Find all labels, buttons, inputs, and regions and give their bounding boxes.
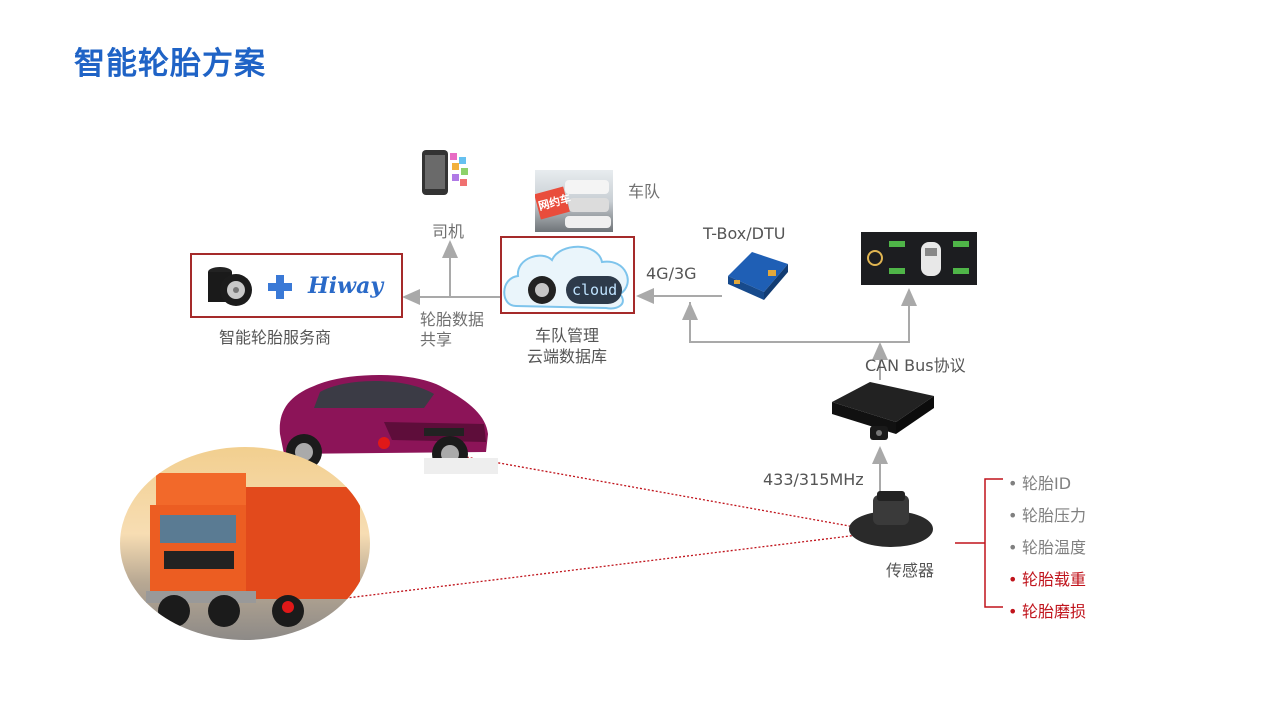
- network-label: 4G/3G: [646, 264, 697, 283]
- car-tire-link: [387, 442, 856, 528]
- truck-photo: [120, 447, 370, 640]
- cloud-label-line1: 车队管理: [535, 326, 600, 345]
- tbox-device-icon: [722, 246, 792, 302]
- cloud-icon: [503, 245, 629, 310]
- feature-item: •轮胎温度: [1008, 538, 1087, 557]
- receiver-module-icon: [826, 378, 938, 444]
- cloud-label-line2: 云端数据库: [527, 347, 608, 366]
- share-label-line1: 轮胎数据: [420, 310, 485, 329]
- feature-item: •轮胎ID: [1008, 474, 1072, 493]
- truck-tire-link: [289, 534, 859, 606]
- tpms-display: [861, 232, 977, 285]
- provider-box: Hiway: [190, 253, 403, 318]
- page-title: 智能轮胎方案: [74, 46, 266, 82]
- fleet-photo: 网约车: [535, 170, 613, 232]
- fleet-label: 车队: [628, 182, 661, 201]
- smartphone-icon: [420, 147, 472, 199]
- canbus-label: CAN Bus协议: [865, 356, 966, 375]
- plus-icon: [268, 275, 292, 299]
- driver-label: 司机: [432, 222, 465, 241]
- tbox-label: T-Box/DTU: [703, 224, 786, 243]
- hiway-logo: Hiway: [308, 273, 384, 299]
- share-label-line2: 共享: [420, 330, 453, 349]
- frequency-label: 433/315MHz: [763, 470, 864, 489]
- sensor-label: 传感器: [886, 561, 935, 580]
- cloud-wordmark: cloud: [572, 281, 618, 299]
- provider-label: 智能轮胎服务商: [219, 328, 332, 347]
- feature-item: •轮胎压力: [1008, 506, 1087, 525]
- feature-item: •轮胎磨损: [1008, 602, 1087, 621]
- car-photo: [274, 368, 498, 474]
- tire-stack-icon: [202, 260, 254, 312]
- tire-sensor-icon: [847, 491, 935, 549]
- feature-item: •轮胎载重: [1008, 570, 1087, 589]
- feature-bracket: [984, 478, 1003, 608]
- cloud-box: cloud: [500, 236, 635, 314]
